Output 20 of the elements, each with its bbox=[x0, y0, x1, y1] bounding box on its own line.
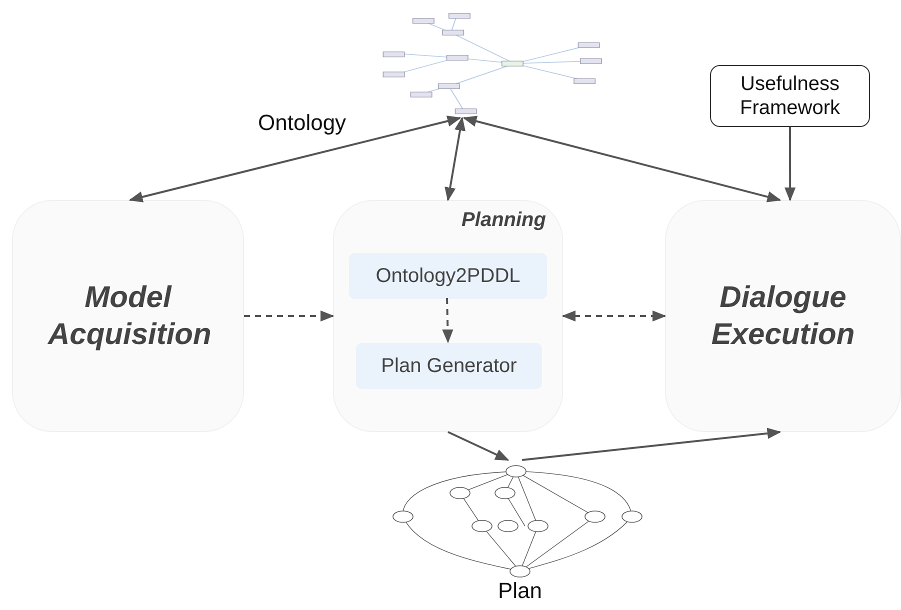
arrow bbox=[442, 298, 454, 344]
arrow bbox=[444, 116, 466, 202]
picture-caption: Plan bbox=[496, 578, 544, 604]
group-panel bbox=[333, 200, 563, 432]
rounded-panel bbox=[12, 200, 244, 432]
picture-caption: Ontology bbox=[258, 110, 346, 136]
panel-title: Model Acquisition bbox=[48, 280, 208, 353]
arrow bbox=[562, 310, 666, 322]
arrow bbox=[462, 116, 782, 202]
process-box: Ontology2PDDL bbox=[349, 253, 547, 299]
rounded-panel bbox=[665, 200, 901, 432]
arrow bbox=[244, 310, 334, 322]
arrow bbox=[128, 116, 462, 202]
process-box: Plan Generator bbox=[356, 343, 542, 389]
panel-title: Dialogue Execution bbox=[710, 280, 856, 353]
process-box: Usefulness Framework bbox=[710, 65, 870, 127]
group-title: Planning bbox=[462, 209, 546, 232]
arrow bbox=[448, 431, 510, 461]
arrow bbox=[784, 127, 796, 202]
arrow bbox=[522, 428, 782, 461]
